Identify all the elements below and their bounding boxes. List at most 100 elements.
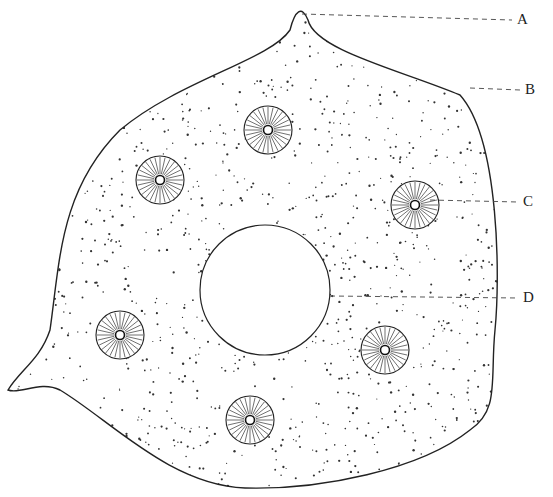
stipple-dot <box>378 468 380 470</box>
stipple-dot <box>495 389 497 391</box>
stipple-dot <box>64 192 66 194</box>
stipple-dot <box>487 15 489 17</box>
stipple-dot <box>401 6 403 8</box>
stipple-dot <box>78 405 80 407</box>
stipple-dot <box>67 479 69 481</box>
stipple-dot <box>332 245 334 247</box>
stipple-dot <box>275 450 277 452</box>
stipple-dot <box>485 334 487 336</box>
stipple-dot <box>156 476 157 477</box>
stipple-dot <box>168 37 170 39</box>
stipple-dot <box>67 50 69 52</box>
stipple-dot <box>339 233 341 235</box>
stipple-dot <box>433 335 435 337</box>
stipple-dot <box>400 267 402 269</box>
stipple-dot <box>61 295 63 297</box>
stipple-dot <box>202 142 204 144</box>
stipple-dot <box>61 459 63 461</box>
stipple-dot <box>336 66 338 68</box>
stipple-dot <box>172 44 173 45</box>
stipple-dot <box>84 193 85 194</box>
stipple-dot <box>419 8 421 10</box>
stipple-dot <box>144 249 146 251</box>
stipple-dot <box>188 233 189 234</box>
stipple-dot <box>157 113 158 114</box>
stipple-dot <box>271 7 273 9</box>
stipple-dot <box>497 337 499 339</box>
stipple-dot <box>441 184 442 185</box>
stipple-dot <box>51 306 53 308</box>
stipple-dot <box>423 316 425 318</box>
stipple-dot <box>348 85 350 87</box>
stipple-dot <box>198 239 200 241</box>
stipple-dot <box>154 92 155 93</box>
stipple-dot <box>56 88 57 89</box>
stipple-dot <box>486 405 488 407</box>
stipple-dot <box>337 391 339 393</box>
stipple-dot <box>416 234 418 236</box>
stipple-dot <box>348 407 350 409</box>
stipple-dot <box>221 202 223 204</box>
stipple-dot <box>404 411 406 413</box>
stipple-dot <box>143 482 145 484</box>
stipple-dot <box>333 110 335 112</box>
stipple-dot <box>356 207 358 209</box>
stipple-dot <box>470 149 472 151</box>
stipple-dot <box>230 204 232 206</box>
stipple-dot <box>28 267 30 269</box>
stipple-dot <box>161 53 162 54</box>
stipple-dot <box>30 448 31 449</box>
stipple-dot <box>21 392 22 393</box>
stipple-dot <box>57 401 59 403</box>
stipple-dot <box>63 377 65 379</box>
stipple-dot <box>312 195 314 197</box>
stipple-dot <box>130 8 132 10</box>
stipple-dot <box>419 262 420 263</box>
stipple-dot <box>24 60 25 61</box>
stipple-dot <box>12 178 14 180</box>
stipple-dot <box>155 302 157 304</box>
stipple-dot <box>37 135 39 137</box>
stipple-dot <box>268 485 269 486</box>
stipple-dot <box>459 333 461 335</box>
stipple-dot <box>314 128 316 130</box>
stipple-dot <box>399 242 401 244</box>
stipple-dot <box>459 305 461 307</box>
stipple-dot <box>321 113 323 115</box>
stipple-dot <box>352 304 354 306</box>
stipple-dot <box>87 153 89 155</box>
stipple-dot <box>119 83 121 85</box>
stipple-dot <box>177 68 179 70</box>
stipple-dot <box>125 433 127 435</box>
stipple-dot <box>419 487 421 489</box>
stipple-dot <box>121 205 123 207</box>
stipple-dot <box>9 303 11 305</box>
stipple-dot <box>42 464 43 465</box>
stipple-dot <box>45 220 47 222</box>
stipple-dot <box>318 229 320 231</box>
stipple-dot <box>308 32 309 33</box>
stipple-dot <box>69 312 71 314</box>
stipple-dot <box>290 419 291 420</box>
stipple-dot <box>2 377 4 379</box>
stipple-dot <box>327 151 329 153</box>
stipple-dot <box>473 173 474 174</box>
stipple-dot <box>375 158 377 160</box>
stipple-dot <box>398 389 400 391</box>
stipple-dot <box>201 110 202 111</box>
stipple-dot <box>150 91 152 93</box>
stipple-dot <box>10 73 11 74</box>
stipple-dot <box>20 91 21 92</box>
stipple-dot <box>99 450 101 452</box>
stipple-dot <box>431 406 432 407</box>
stipple-dot <box>350 471 352 473</box>
stipple-dot <box>147 150 149 152</box>
stipple-dot <box>465 254 466 255</box>
stipple-dot <box>7 144 9 146</box>
stipple-dot <box>310 88 312 90</box>
stipple-dot <box>475 173 477 175</box>
stipple-dot <box>15 278 17 280</box>
stipple-dot <box>59 428 61 430</box>
stipple-dot <box>383 201 385 203</box>
